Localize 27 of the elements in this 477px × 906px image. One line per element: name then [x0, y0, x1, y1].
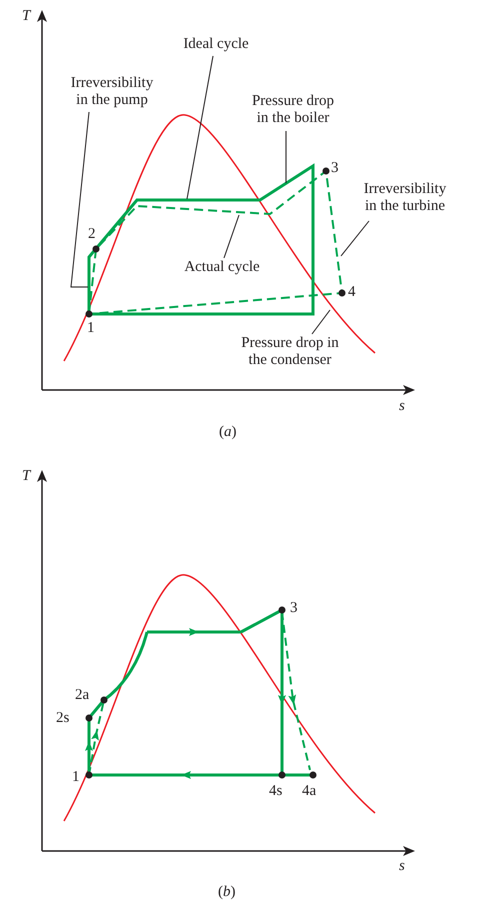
callout-label: Pressure drop in the boiler	[247, 93, 339, 127]
panel-label: (a)	[219, 424, 236, 441]
axis-label: T	[22, 468, 30, 485]
leader-line	[186, 56, 214, 200]
callout-label: Ideal cycle	[171, 36, 261, 53]
leader-line	[340, 220, 370, 256]
point-number: 3	[331, 160, 338, 177]
point-number: 4a	[302, 783, 316, 800]
point-number: 4s	[269, 783, 282, 800]
leader-line	[312, 310, 330, 334]
point-number: 2a	[75, 687, 90, 704]
panel-label: (b)	[218, 884, 236, 901]
leader-line	[70, 112, 90, 288]
axis-label: s	[399, 858, 405, 875]
callout-label: Irreversibility in the pump	[67, 75, 157, 109]
point-number: 2	[88, 226, 96, 243]
callout-label: Irreversibility in the turbine	[360, 181, 450, 215]
point-number: 3	[290, 600, 298, 617]
callout-label: Pressure drop in the condenser	[237, 335, 343, 369]
point-number: 1	[72, 769, 80, 786]
point-number: 2s	[56, 710, 70, 727]
leader-line	[224, 214, 240, 258]
axis-label: s	[399, 398, 405, 415]
callout-label: Actual cycle	[177, 259, 267, 276]
point-number: 1	[87, 320, 94, 337]
axis-label: T	[22, 8, 30, 25]
point-number: 4	[348, 284, 356, 301]
